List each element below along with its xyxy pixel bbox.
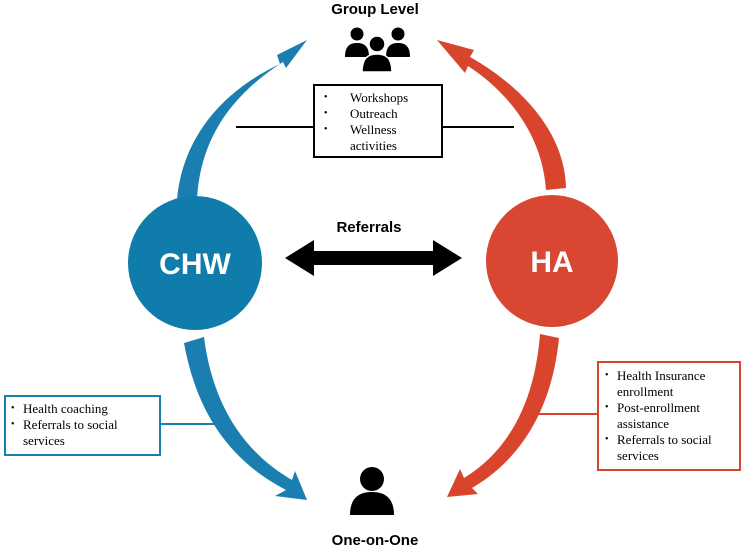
list-item: Workshops: [320, 90, 435, 106]
ha-node: [486, 195, 618, 327]
list-item: Wellness activities: [320, 122, 435, 154]
list-item: Post-enrollment assistance: [603, 400, 735, 432]
chw-arrow-up: [177, 40, 307, 200]
list-item: Referrals to social services: [9, 417, 155, 449]
ha-services-box: Health Insurance enrollment Post-enrollm…: [597, 361, 741, 471]
person-icon: [350, 467, 394, 515]
group-level-title: Group Level: [331, 1, 419, 18]
list-item: Health coaching: [9, 401, 155, 417]
one-on-one-title: One-on-One: [332, 532, 419, 548]
chw-arrow-down: [184, 337, 307, 500]
referrals-label: Referrals: [336, 219, 401, 236]
referrals-double-arrow: [285, 240, 462, 276]
chw-node: [128, 196, 262, 330]
chw-label: CHW: [159, 248, 231, 281]
group-activities-box: Workshops Outreach Wellness activities: [313, 84, 443, 158]
list-item: Outreach: [320, 106, 435, 122]
ha-label: HA: [530, 246, 573, 279]
group-people-icon: [345, 27, 410, 73]
list-item: Health Insurance enrollment: [603, 368, 735, 400]
ha-arrow-down: [447, 334, 559, 497]
ha-arrow-up: [437, 40, 566, 190]
list-item: Referrals to social services: [603, 432, 735, 464]
chw-services-box: Health coaching Referrals to social serv…: [4, 395, 161, 456]
